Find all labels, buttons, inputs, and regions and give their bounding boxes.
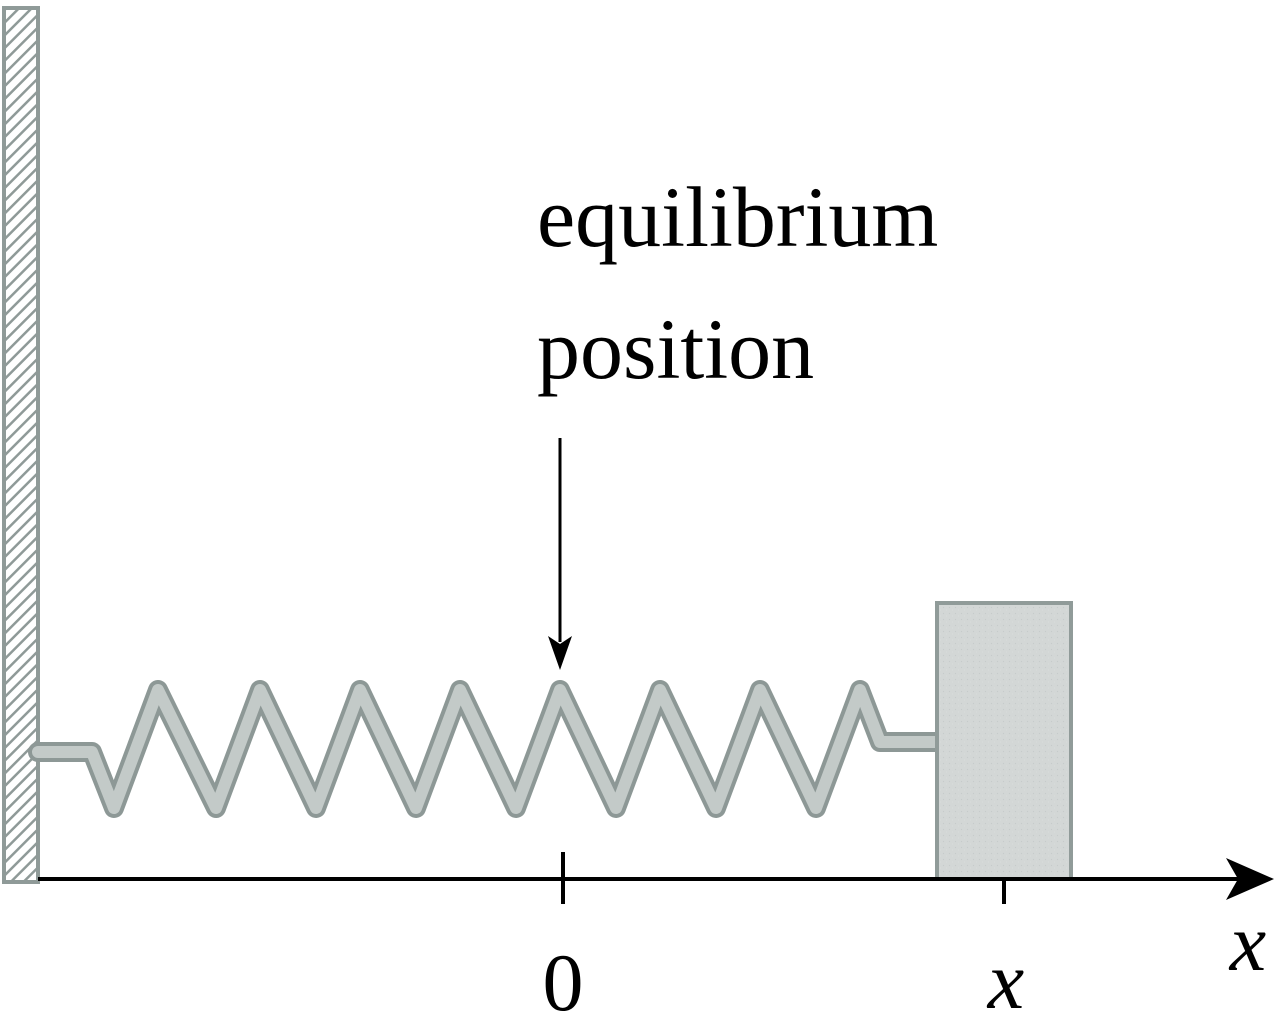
tick-zero-label: 0	[543, 937, 584, 1021]
x-axis-arrowhead	[1226, 858, 1274, 900]
wall	[2, 6, 40, 884]
down-arrow-icon	[548, 438, 572, 670]
tick-x-label: x	[987, 935, 1024, 1021]
annotation-line-1: equilibrium	[537, 169, 938, 265]
annotation-line-2: position	[537, 301, 814, 397]
annotation-arrowhead	[548, 636, 572, 670]
axis-label: x	[1229, 897, 1266, 988]
block-mass-icon	[935, 601, 1073, 881]
x-axis	[38, 852, 1274, 904]
spring-coil	[32, 684, 941, 814]
hatched-wall-icon	[2, 6, 40, 884]
spring	[28, 680, 945, 818]
